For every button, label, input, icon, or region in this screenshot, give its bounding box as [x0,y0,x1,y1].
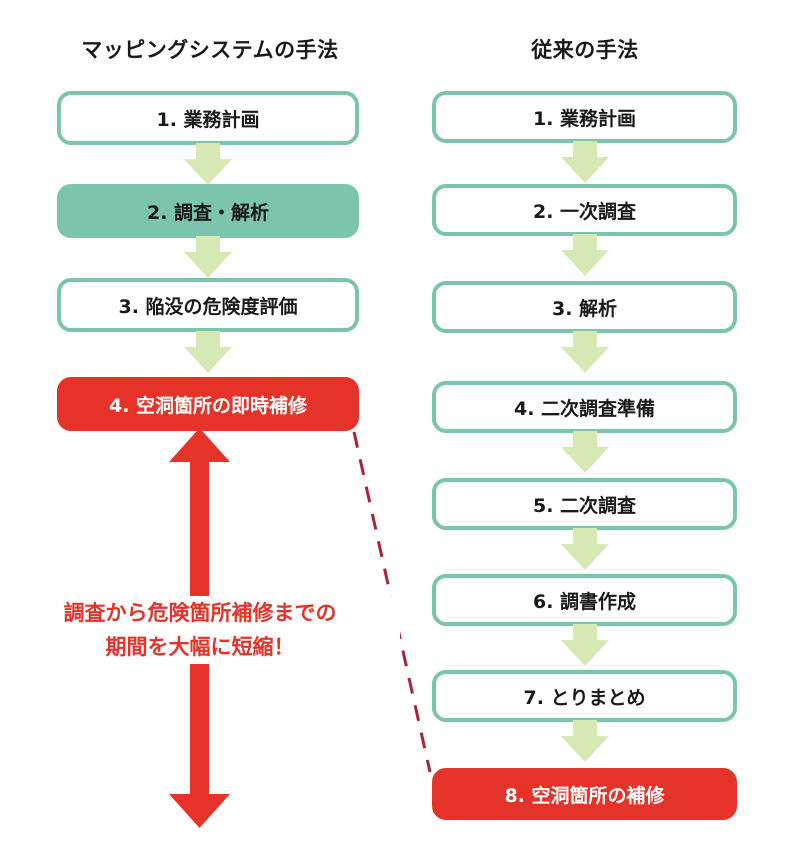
right-down-arrow-icon-3 [561,331,609,373]
right-down-arrow-icon-6 [561,624,609,666]
right-down-arrow-icon-1 [561,141,609,183]
left-down-arrow-icon-1 [184,143,232,185]
callout-line-1: 調査から危険箇所補修までの [63,601,337,625]
right-down-arrow-icon-2 [561,234,609,276]
left-down-arrow-icon-3 [184,331,232,373]
left-step-3: 3. 陥没の危険度評価 [57,278,359,332]
right-down-arrow-icon-4 [561,431,609,473]
right-down-arrow-icon-7 [561,720,609,762]
right-step-8: 8. 空洞箇所の補修 [432,768,737,820]
callout-line-2: 期間を大幅に短縮！ [105,635,295,659]
left-down-arrow-icon-2 [184,236,232,278]
left-column-title: マッピングシステムの手法 [81,38,339,62]
right-step-4: 4. 二次調査準備 [432,381,737,433]
right-column-title: 従来の手法 [531,38,639,62]
left-step-4: 4. 空洞箇所の即時補修 [57,377,359,431]
right-down-arrow-icon-5 [561,528,609,570]
time-reduction-callout: 調査から危険箇所補修までの 期間を大幅に短縮！ [0,596,400,664]
right-step-3: 3. 解析 [432,281,737,333]
left-step-2: 2. 調査・解析 [57,184,359,238]
